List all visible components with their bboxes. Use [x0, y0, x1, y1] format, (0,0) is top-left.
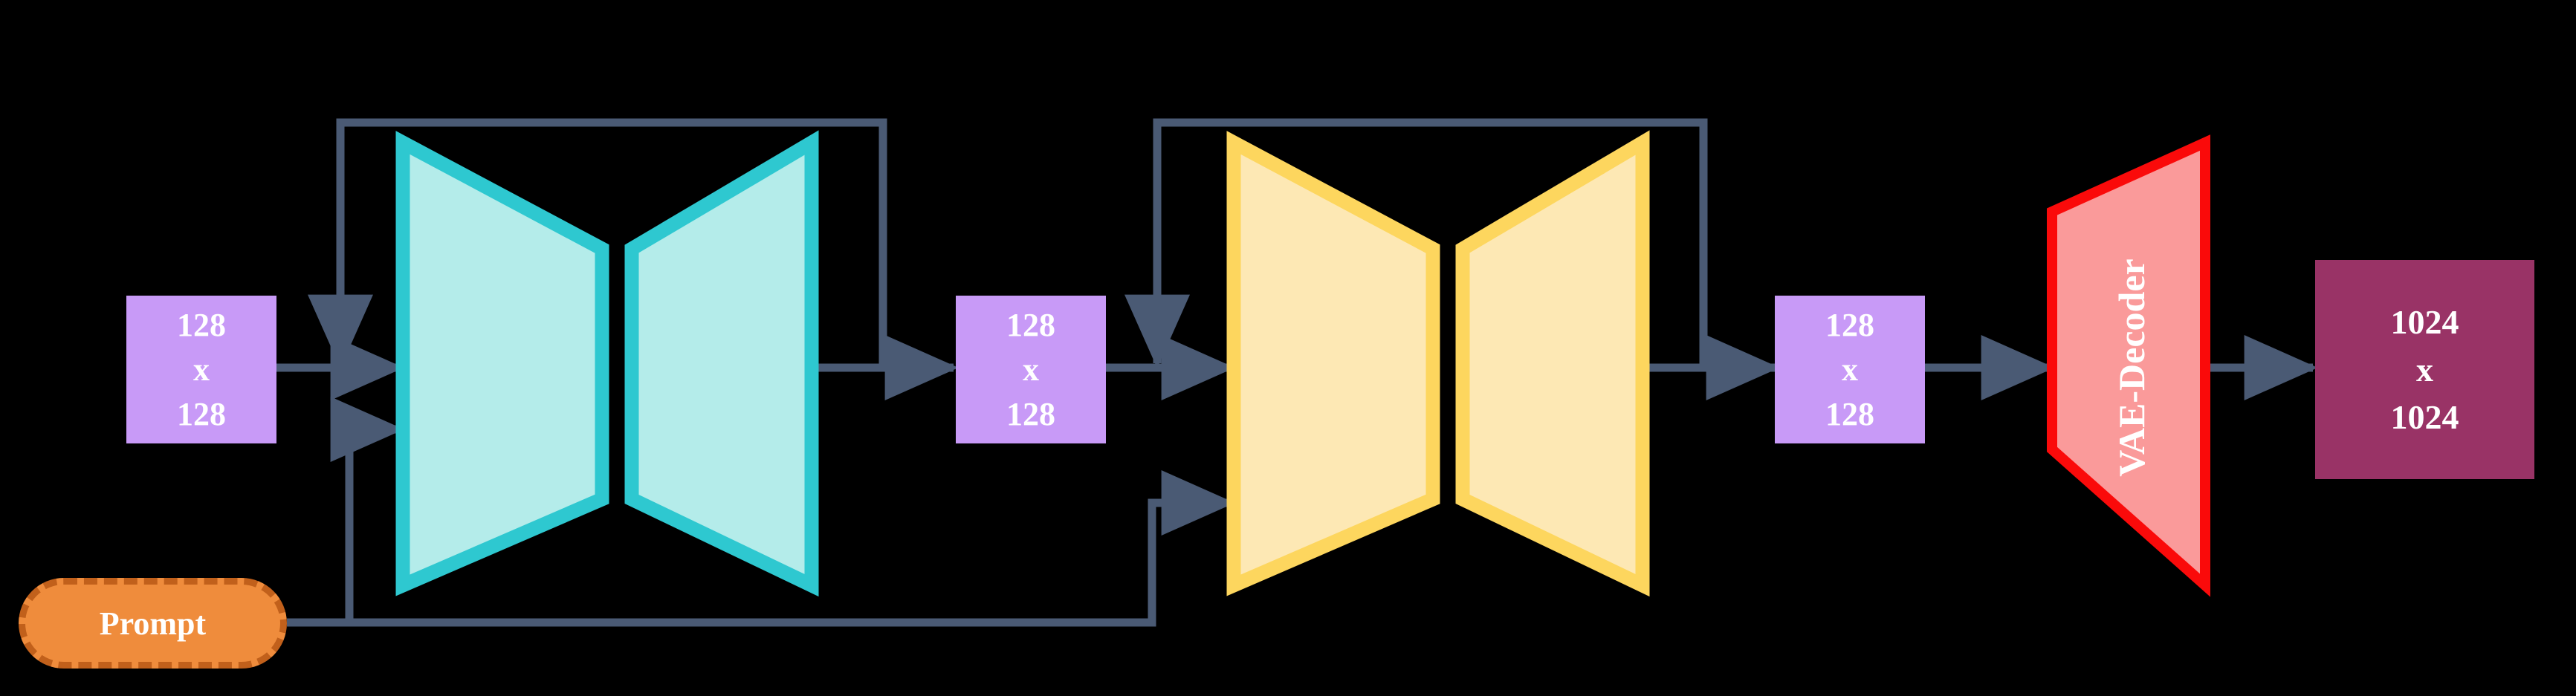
- input-latent-line-1: 128: [177, 306, 226, 343]
- prompt-label: Prompt: [99, 605, 207, 642]
- first-stage-unet[interactable]: [386, 130, 832, 597]
- output-image-line-3: 1024: [2390, 397, 2459, 436]
- intermediate-latent-box-1: 128 x 128: [956, 296, 1106, 443]
- unet2-decoder-trapezoid: [1455, 130, 1650, 597]
- vae-decoder-node[interactable]: VAE-Decoder: [2040, 134, 2219, 597]
- prompt-node[interactable]: Prompt: [19, 578, 287, 669]
- output-image-line-2: x: [2416, 350, 2433, 388]
- output-image-box: 1024 x 1024: [2315, 260, 2534, 479]
- input-latent-line-2: x: [193, 351, 210, 388]
- intermediate-latent-2-line-2: x: [1842, 351, 1858, 388]
- vae-decoder-shape: [2047, 134, 2210, 597]
- intermediate-latent-1-line-3: 128: [1006, 395, 1055, 432]
- intermediate-latent-2-line-1: 128: [1825, 306, 1874, 343]
- vae-decoder-trapezoid: [2047, 134, 2210, 597]
- input-latent-line-3: 128: [177, 395, 226, 432]
- second-stage-unet-shape: [1226, 130, 1650, 597]
- intermediate-latent-box-2: 128 x 128: [1775, 296, 1925, 443]
- intermediate-latent-1-line-2: x: [1023, 351, 1039, 388]
- intermediate-latent-1-line-1: 128: [1006, 306, 1055, 343]
- unet1-decoder-trapezoid: [624, 130, 819, 597]
- input-latent-box: 128 x 128: [126, 296, 276, 443]
- second-stage-unet[interactable]: [1217, 130, 1663, 597]
- vae-decoder-label: VAE-Decoder: [2111, 258, 2152, 477]
- intermediate-latent-2-line-3: 128: [1825, 395, 1874, 432]
- unet1-encoder-trapezoid: [395, 131, 609, 596]
- unet2-encoder-trapezoid: [1226, 131, 1440, 596]
- output-image-line-1: 1024: [2390, 302, 2459, 341]
- first-stage-unet-shape: [395, 130, 819, 597]
